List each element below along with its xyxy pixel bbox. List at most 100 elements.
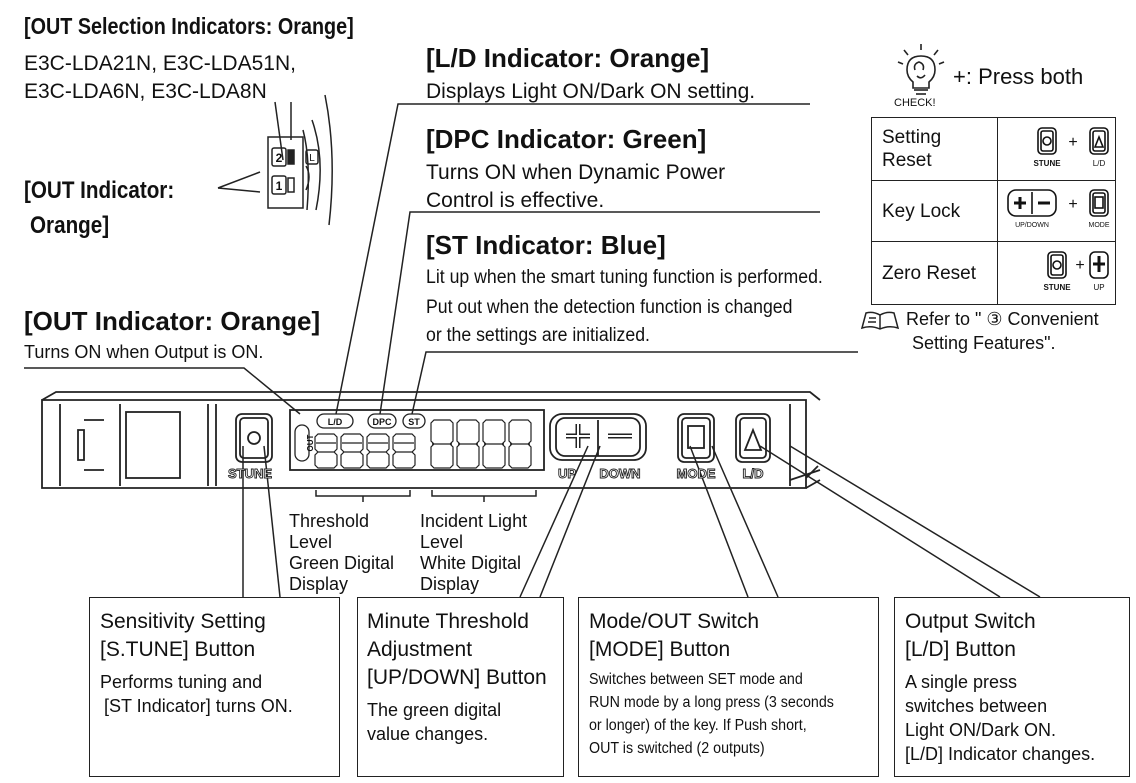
- mode-body-line2: RUN mode by a long press (3 seconds: [589, 694, 834, 711]
- ld-indicator-heading: [L/D Indicator: Orange]: [426, 43, 710, 73]
- table-key-label: STUNE: [1043, 283, 1071, 292]
- key-lock-label: Key Lock: [882, 200, 961, 222]
- table-cell-keys: + STUNE L/D: [997, 117, 1116, 181]
- incident-label-line: Incident Light: [420, 511, 528, 531]
- setting-reset-label-line1: Setting: [882, 127, 942, 148]
- threshold-digit-3: [366, 433, 390, 469]
- out-selection-heading: [OUT Selection Indicators: Orange]: [24, 13, 354, 39]
- minute-threshold-callout: Minute Threshold Adjustment [UP/DOWN] Bu…: [357, 597, 564, 777]
- table-cell-label: Zero Reset: [871, 241, 998, 305]
- st-indicator-heading: [ST Indicator: Blue]: [426, 230, 666, 260]
- table-key-label: MODE: [1088, 222, 1109, 229]
- sensitivity-title-line1: Sensitivity Setting: [100, 610, 266, 633]
- setting-reset-label-line2: Reset: [882, 150, 932, 171]
- st-indicator-desc-line1: Lit up when the smart tuning function is…: [426, 267, 823, 288]
- incident-display-label: Incident Light Level White Digital Displ…: [420, 511, 527, 595]
- incident-label-line: White Digital: [420, 553, 522, 573]
- mode-title-line2: [MODE] Button: [589, 638, 731, 661]
- table-cell-label: Key Lock: [871, 180, 998, 242]
- incident-digit-4: [508, 419, 532, 469]
- minute-body-line2: value changes.: [367, 724, 489, 744]
- table-cell-keys: + UP/DOWN MODE: [997, 180, 1116, 242]
- table-key-label: L/D: [1092, 159, 1105, 168]
- ld-indicator-label: L/D: [328, 417, 343, 427]
- refer-line1: Refer to " ③ Convenient: [906, 309, 1099, 329]
- stune-plus-up-keys-icon: + STUNE UP: [1043, 251, 1109, 292]
- threshold-digit-1: [314, 433, 338, 469]
- dpc-indicator-desc-line2: Control is effective.: [426, 189, 605, 212]
- table-row: Zero Reset + STUNE UP: [871, 241, 1116, 305]
- stune-plus-ld-keys-icon: + STUNE L/D: [1033, 127, 1109, 168]
- out-indicator-side-label-line1: [OUT Indicator:: [24, 177, 175, 204]
- mini-l-label: L: [309, 153, 315, 164]
- convenience-table: Setting Reset + STUNE L/D Key Lock: [871, 117, 1116, 305]
- zero-reset-label: Zero Reset: [882, 262, 976, 284]
- ld-key-label: L/D: [743, 466, 764, 481]
- svg-text:+: +: [1068, 134, 1077, 151]
- table-key-label: UP/DOWN: [1015, 222, 1049, 229]
- table-row: Key Lock + UP/DOWN MODE: [871, 180, 1116, 242]
- stune-key-label: STUNE: [228, 466, 272, 481]
- threshold-digit-4: [392, 433, 416, 469]
- incident-digit-2: [456, 419, 480, 469]
- mode-key-label: MODE: [677, 466, 716, 481]
- mode-body-line1: Switches between SET mode and: [589, 671, 803, 688]
- mini-device-illustration: [267, 94, 333, 226]
- device-body: [41, 391, 821, 489]
- sensitivity-body-line2: [ST Indicator] turns ON.: [104, 696, 293, 716]
- table-key-label: UP: [1093, 283, 1104, 292]
- ld-indicator-desc: Displays Light ON/Dark ON setting.: [426, 80, 756, 103]
- minute-title-line2: Adjustment: [367, 638, 473, 661]
- output-title-line1: Output Switch: [905, 610, 1036, 633]
- incident-digit-1: [430, 419, 454, 469]
- incident-label-line: Level: [420, 532, 464, 552]
- svg-text:+: +: [1075, 257, 1084, 274]
- out-indicator-heading: [OUT Indicator: Orange]: [24, 306, 321, 336]
- down-key-label: DOWN: [599, 466, 640, 481]
- out-selection-models-line2: E3C-LDA6N, E3C-LDA8N: [24, 80, 267, 103]
- st-indicator-desc-line3: or the settings are initialized.: [426, 325, 650, 346]
- updown-plus-mode-keys-icon: + UP/DOWN MODE: [1006, 189, 1109, 229]
- mode-body-line4: OUT is switched (2 outputs): [589, 740, 765, 757]
- out-selection-models-line1: E3C-LDA21N, E3C-LDA51N,: [24, 52, 296, 75]
- table-cell-label: Setting Reset: [871, 117, 998, 181]
- sensitivity-title-line2: [S.TUNE] Button: [100, 638, 256, 661]
- seven-segment-digits: [314, 419, 532, 469]
- up-key-label: UP: [558, 466, 576, 481]
- svg-text:+: +: [1068, 196, 1077, 213]
- table-cell-keys: + STUNE UP: [997, 241, 1116, 305]
- sensitivity-body-line1: Performs tuning and: [100, 672, 263, 692]
- threshold-label-line: Threshold: [289, 511, 370, 531]
- check-label: CHECK!: [894, 97, 936, 109]
- threshold-digit-2: [340, 433, 364, 469]
- incident-digit-3: [482, 419, 506, 469]
- output-switch-callout: Output Switch [L/D] Button A single pres…: [894, 597, 1130, 777]
- minute-title-line3: [UP/DOWN] Button: [367, 666, 547, 689]
- refer-line2: Setting Features".: [912, 333, 1056, 353]
- dpc-indicator-label: DPC: [372, 417, 392, 427]
- threshold-label-line: Green Digital: [289, 553, 395, 573]
- out-indicator-label: OUT: [306, 434, 315, 451]
- output-body-line3: Light ON/Dark ON.: [905, 720, 1057, 740]
- st-indicator-label: ST: [408, 417, 420, 427]
- output-body-line4: [L/D] Indicator changes.: [905, 744, 1096, 764]
- dpc-indicator-heading: [DPC Indicator: Green]: [426, 124, 707, 154]
- mode-title-line1: Mode/OUT Switch: [589, 610, 759, 633]
- incident-label-line: Display: [420, 574, 480, 594]
- output-title-line2: [L/D] Button: [905, 638, 1016, 661]
- threshold-display-label: Threshold Level Green Digital Display: [289, 511, 394, 595]
- book-icon: [860, 311, 900, 330]
- out-indicator-side-label-line2: Orange]: [30, 212, 110, 239]
- threshold-label-line: Level: [289, 532, 333, 552]
- dpc-indicator-desc-line1: Turns ON when Dynamic Power: [426, 161, 726, 184]
- output-body-line2: switches between: [905, 696, 1048, 716]
- table-key-label: STUNE: [1033, 159, 1061, 168]
- output-body-line1: A single press: [905, 672, 1018, 692]
- check-lightbulb-icon: [897, 44, 945, 95]
- table-row: Setting Reset + STUNE L/D: [871, 117, 1116, 181]
- mode-body-line3: or longer) of the key. If Push short,: [589, 717, 807, 734]
- st-indicator-desc-line2: Put out when the detection function is c…: [426, 297, 793, 318]
- minute-body-line1: The green digital: [367, 700, 502, 720]
- mini-ch2-label: 2: [276, 151, 283, 165]
